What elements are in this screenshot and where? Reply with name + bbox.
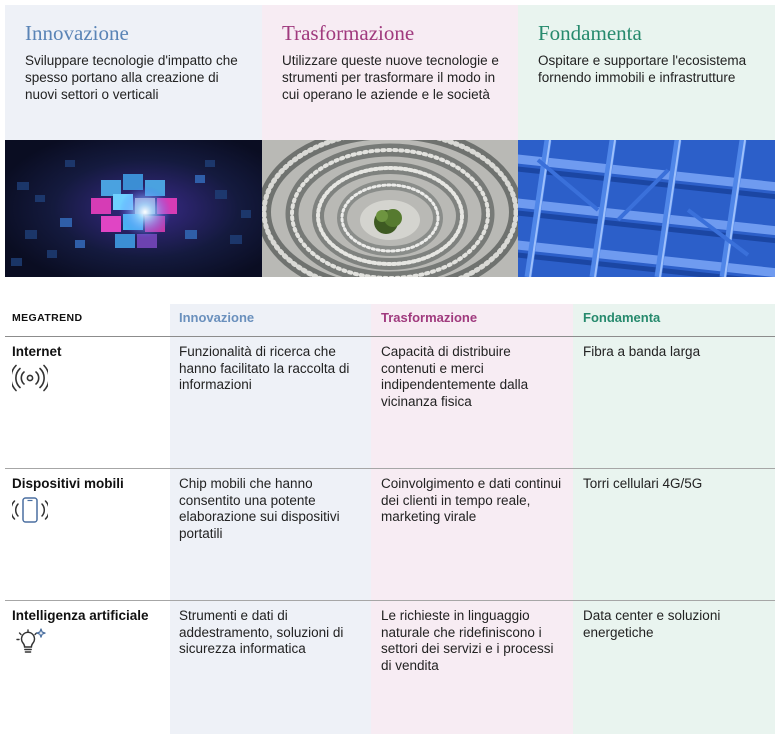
pillar-card: Fondamenta Ospitare e supportare l'ecosi… (518, 5, 775, 140)
megatrend-name: Dispositivi mobili (12, 476, 124, 491)
header-trasformazione: Trasformazione (381, 310, 478, 325)
pillar-card: Innovazione Sviluppare tecnologie d'impa… (5, 5, 262, 140)
table-row: Dispositivi mobili Chip mobili che hanno… (5, 470, 775, 601)
cell-innovazione: Strumenti e dati di addestramento, soluz… (179, 608, 344, 656)
cell-trasformazione: Le richieste in linguaggio naturale che … (381, 608, 554, 673)
table-row: Internet Funzionalità di ricerca che han… (5, 338, 775, 469)
header-innovazione: Innovazione (179, 310, 255, 325)
cell-fondamenta: Data center e soluzioni energetiche (583, 608, 721, 640)
pillar-image-spiral-staircase (262, 140, 518, 277)
pillar-image-blue-steel-structure (518, 140, 775, 277)
column-bg-trasformazione (371, 304, 573, 734)
cell-trasformazione: Capacità di distribuire contenuti e merc… (381, 344, 529, 409)
lightbulb-sparkle-icon (12, 628, 48, 656)
cell-trasformazione: Coinvolgimento e dati continui dei clien… (381, 476, 562, 524)
cell-innovazione: Funzionalità di ricerca che hanno facili… (179, 344, 350, 392)
pillar-trasformazione: Trasformazione Utilizzare queste nuove t… (262, 5, 518, 277)
megatrend-name: Intelligenza artificiale (12, 608, 149, 623)
pillar-image-microchip-cubes (5, 140, 262, 277)
pillar-title: Trasformazione (282, 21, 415, 45)
pillar-title: Innovazione (25, 21, 129, 45)
header-megatrend: MEGATREND (12, 312, 83, 324)
smartphone-signal-icon (12, 496, 48, 524)
pillar-card: Trasformazione Utilizzare queste nuove t… (262, 5, 518, 140)
cell-fondamenta: Torri cellulari 4G/5G (583, 476, 703, 491)
column-bg-innovazione (170, 304, 371, 734)
wifi-signal-icon (12, 364, 48, 392)
cell-innovazione: Chip mobili che hanno consentito una pot… (179, 476, 340, 541)
pillar-description: Utilizzare queste nuove tecnologie e str… (282, 53, 499, 102)
megatrend-name: Internet (12, 344, 62, 359)
megatrend-table: MEGATREND Innovazione Trasformazione Fon… (5, 304, 775, 734)
pillar-description: Sviluppare tecnologie d'impatto che spes… (25, 53, 238, 102)
column-bg-fondamenta (573, 304, 775, 734)
pillars-header: Innovazione Sviluppare tecnologie d'impa… (5, 5, 775, 277)
pillar-description: Ospitare e supportare l'ecosistema forne… (538, 53, 747, 85)
pillar-innovazione: Innovazione Sviluppare tecnologie d'impa… (5, 5, 262, 277)
pillar-fondamenta: Fondamenta Ospitare e supportare l'ecosi… (518, 5, 775, 277)
table-row: Intelligenza artificiale Strumenti e dat… (5, 602, 775, 734)
table-header: MEGATREND Innovazione Trasformazione Fon… (5, 304, 775, 337)
pillar-title: Fondamenta (538, 21, 642, 45)
header-fondamenta: Fondamenta (583, 310, 661, 325)
cell-fondamenta: Fibra a banda larga (583, 344, 701, 359)
